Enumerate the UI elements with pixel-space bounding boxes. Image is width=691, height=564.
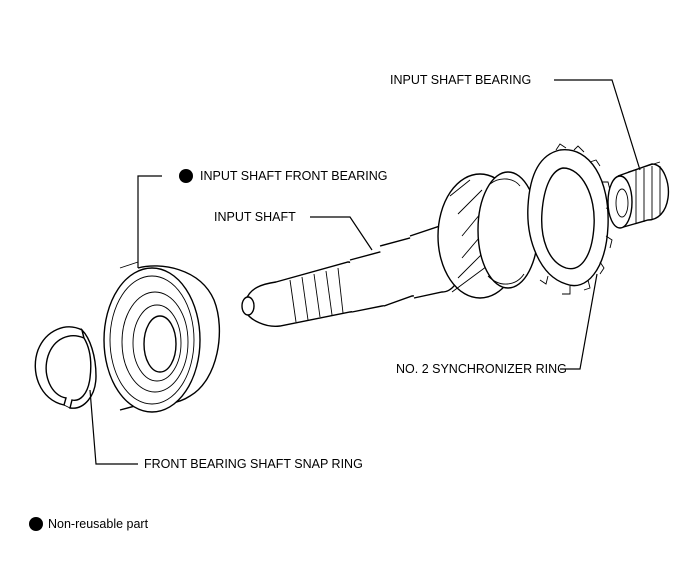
label-input-shaft-front-bearing: INPUT SHAFT FRONT BEARING bbox=[200, 169, 388, 183]
snap-ring-drawing bbox=[34, 326, 97, 409]
front-bearing-drawing bbox=[103, 261, 221, 413]
label-no2-synchronizer-ring: NO. 2 SYNCHRONIZER RING bbox=[396, 362, 567, 376]
label-front-bearing-shaft-snap-ring: FRONT BEARING SHAFT SNAP RING bbox=[144, 457, 363, 471]
synchronizer-ring-drawing bbox=[527, 143, 613, 295]
gear-drawing bbox=[437, 171, 539, 299]
label-input-shaft: INPUT SHAFT bbox=[214, 210, 296, 224]
needle-bearing-drawing bbox=[607, 161, 670, 229]
legend-bullet-icon bbox=[29, 517, 43, 531]
non-reusable-marker-icon bbox=[179, 169, 193, 183]
legend-non-reusable: Non-reusable part bbox=[48, 517, 149, 531]
input-shaft-drawing bbox=[241, 225, 463, 327]
leader-lines bbox=[89, 79, 641, 465]
label-input-shaft-bearing: INPUT SHAFT BEARING bbox=[390, 73, 531, 87]
